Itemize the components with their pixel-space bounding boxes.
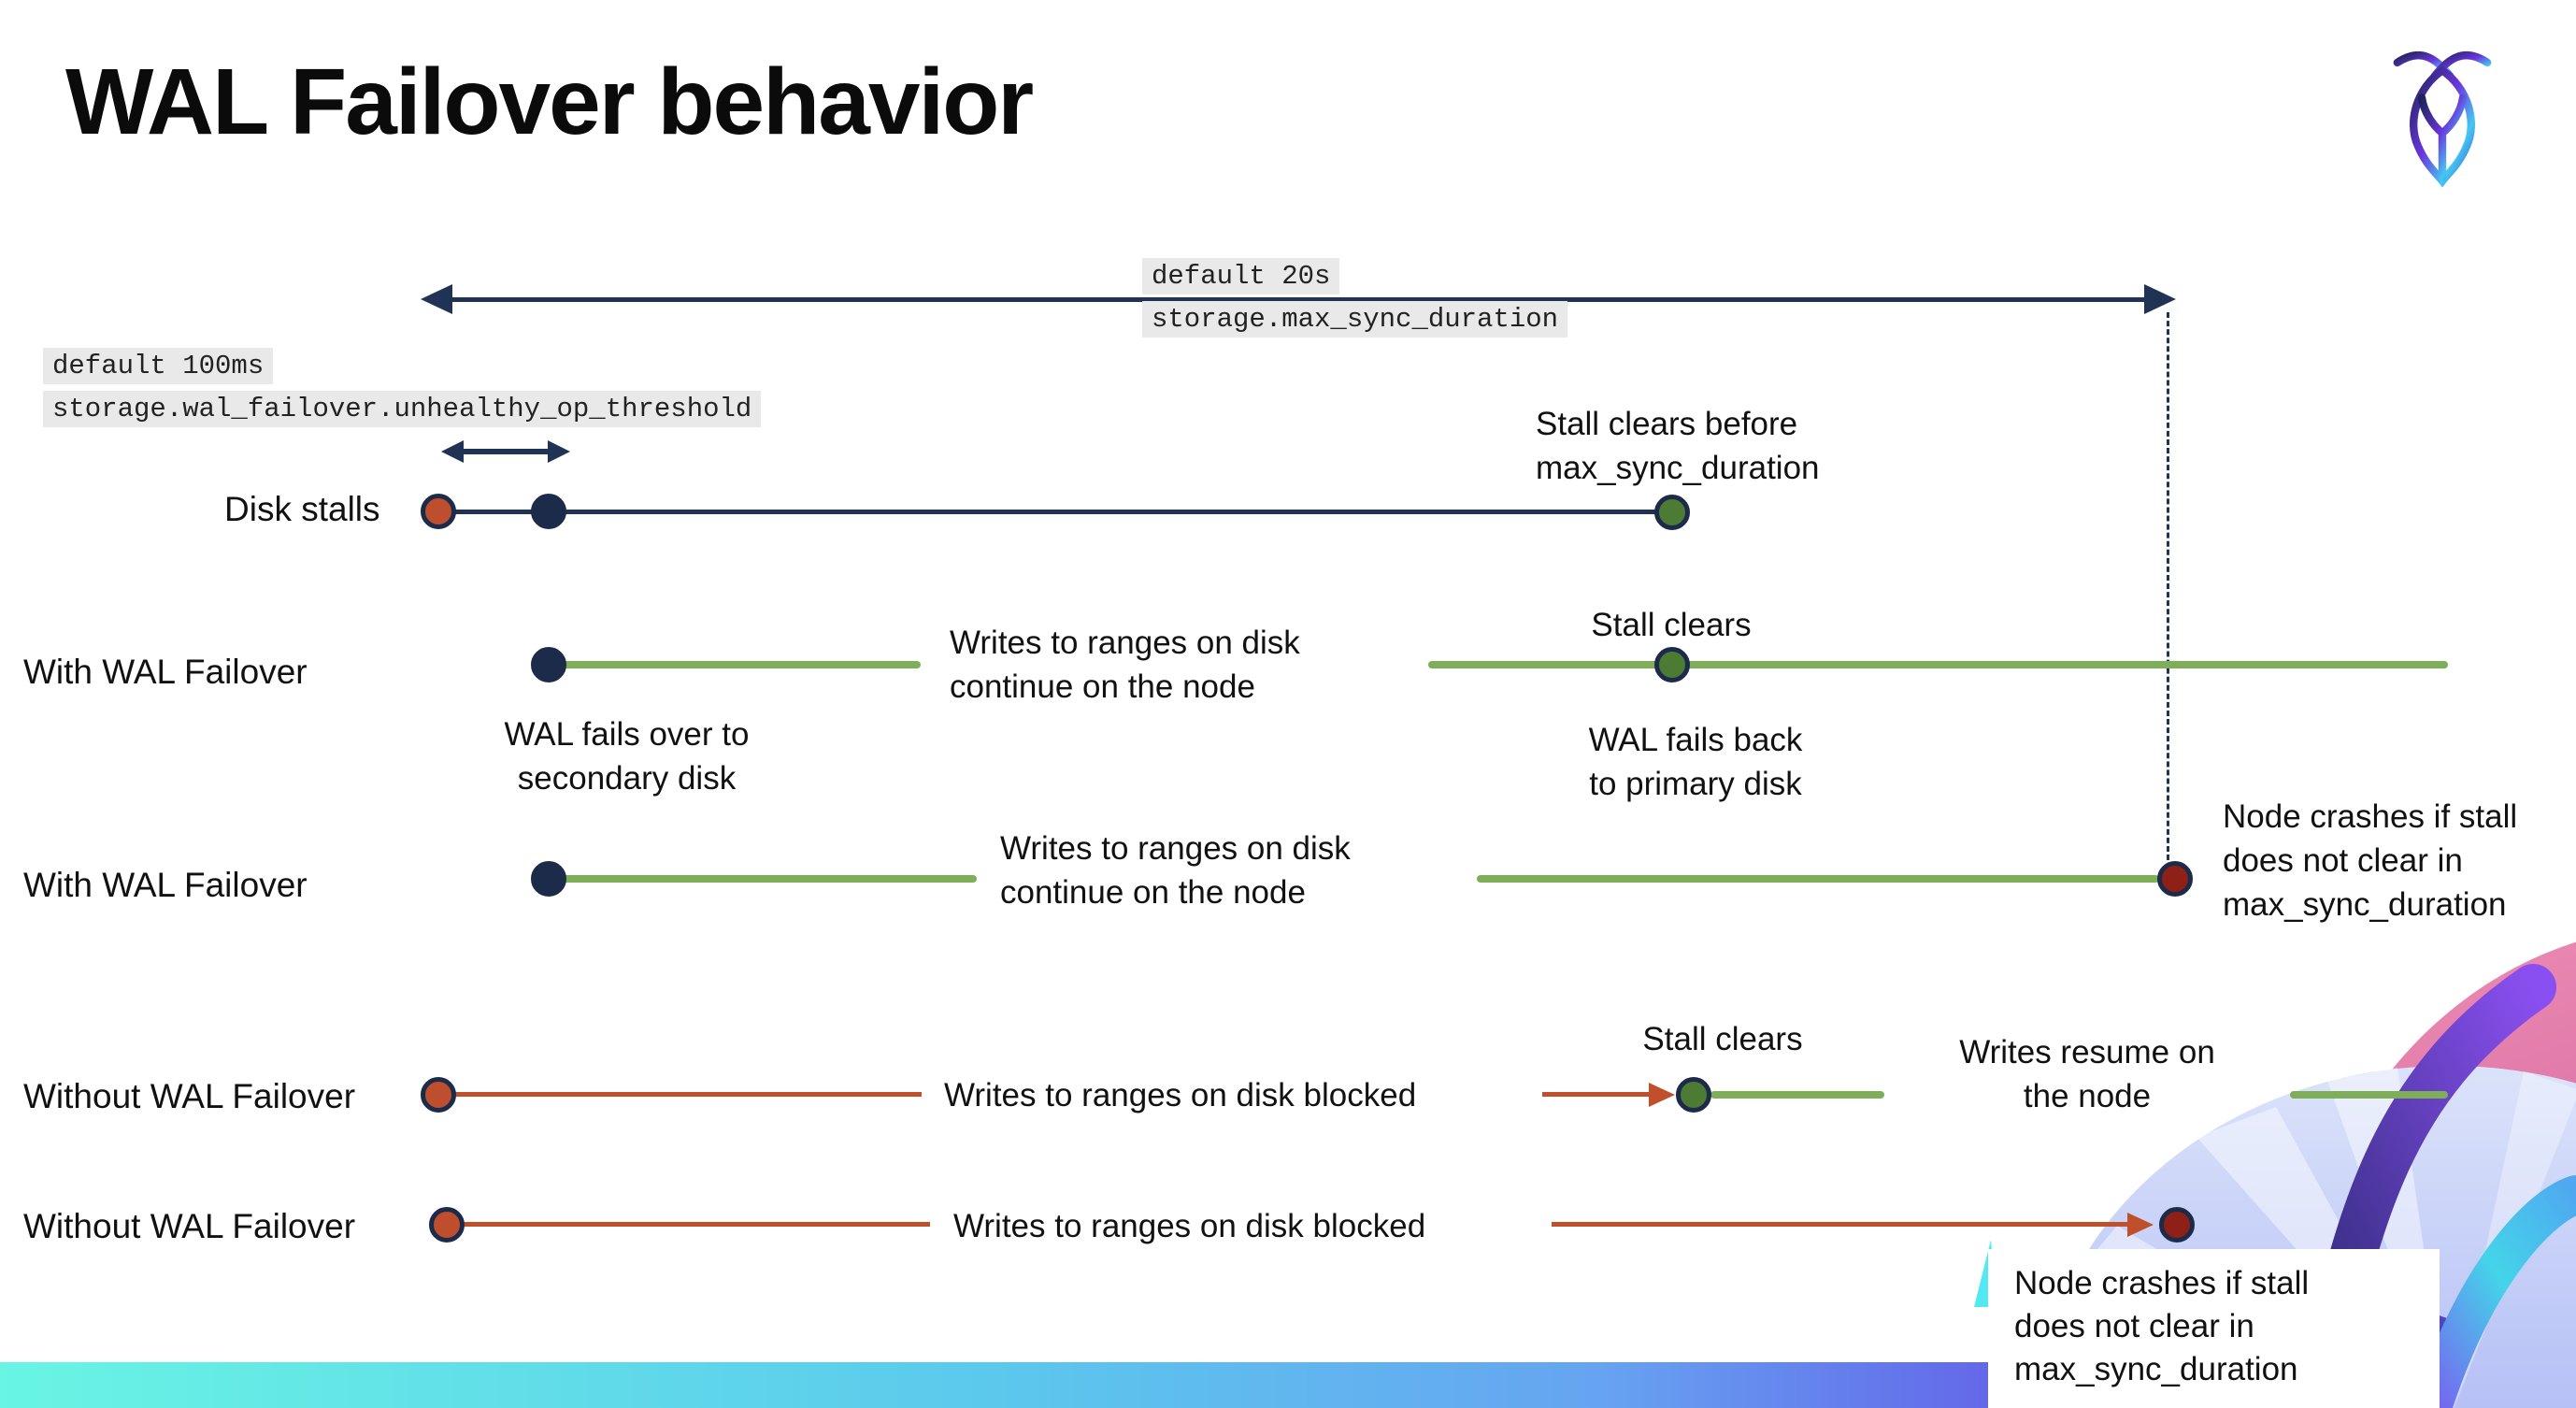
blocked-arrow-head-2-icon xyxy=(2127,1213,2154,1237)
disk-stall-dot-row4 xyxy=(421,1077,456,1113)
cockroachdb-logo-icon xyxy=(2393,50,2492,188)
writes-resume-line-a xyxy=(1710,1091,1884,1099)
disk-stall-dot-row5 xyxy=(429,1207,465,1243)
row-label-without-wal-failover-2: Without WAL Failover xyxy=(23,1207,356,1245)
max-sync-default-label: default 20s xyxy=(1142,258,1340,295)
arrow-head-right-icon xyxy=(2144,284,2176,314)
writes-resume-note: Writes resume on the node xyxy=(1959,1034,2215,1114)
threshold-default-label: default 100ms xyxy=(43,348,274,384)
writes-blocked-line-1a xyxy=(454,1092,922,1097)
writes-continue-line-1b xyxy=(1428,661,2448,668)
stall-clears-dot-row4 xyxy=(1676,1077,1711,1113)
failover-dot-2 xyxy=(531,861,566,897)
stall-clears-dot xyxy=(1654,495,1690,530)
threshold-setting-label: storage.wal_failover.unhealthy_op_thresh… xyxy=(43,391,762,427)
node-crash-dot-2 xyxy=(2159,1207,2195,1243)
row-label-disk-stalls: Disk stalls xyxy=(224,490,380,528)
small-arrow-head-left-icon xyxy=(441,440,464,463)
writes-continue-line-2b xyxy=(1477,875,2159,883)
writes-resume-line-b xyxy=(2290,1091,2448,1099)
row-label-without-wal-failover-1: Without WAL Failover xyxy=(23,1077,356,1115)
threshold-span-arrow-line xyxy=(460,449,550,454)
blocked-arrow-head-1-icon xyxy=(1649,1083,1675,1107)
stall-clears-note-2: Stall clears xyxy=(1642,1021,1803,1057)
threshold-reached-dot xyxy=(531,494,566,529)
row-label-with-wal-failover-1: With WAL Failover xyxy=(23,653,308,691)
row-label-with-wal-failover-2: With WAL Failover xyxy=(23,866,308,904)
node-crash-callout-box: Node crashes if stall does not clear in … xyxy=(1988,1249,2440,1408)
writes-continue-note-2: Writes to ranges on disk continue on the… xyxy=(1000,830,1351,911)
page-title: WAL Failover behavior xyxy=(65,50,1034,154)
max-sync-duration-span-arrow-line xyxy=(447,297,2163,302)
disk-stall-start-dot xyxy=(421,494,456,529)
writes-blocked-note-1: Writes to ranges on disk blocked xyxy=(944,1077,1417,1113)
node-crash-dot-1 xyxy=(2157,861,2193,897)
node-crash-note-1: Node crashes if stall does not clear in … xyxy=(2223,798,2518,923)
wal-failback-note: WAL fails back to primary disk xyxy=(1588,722,1803,802)
arrow-head-left-icon xyxy=(421,284,452,314)
stall-clears-before-note: Stall clears before max_sync_duration xyxy=(1536,406,1820,486)
failover-dot-1 xyxy=(531,647,566,682)
stall-clears-note-1: Stall clears xyxy=(1591,607,1752,643)
writes-continue-note-1: Writes to ranges on disk continue on the… xyxy=(950,625,1300,705)
failback-dot xyxy=(1654,647,1690,682)
node-crash-note-2: Node crashes if stall does not clear in … xyxy=(2014,1265,2310,1387)
small-arrow-head-right-icon xyxy=(548,440,570,463)
max-sync-deadline-dashed-line xyxy=(2167,312,2169,860)
writes-blocked-line-2a xyxy=(463,1222,930,1227)
writes-blocked-line-1b xyxy=(1542,1092,1651,1097)
writes-blocked-line-2b xyxy=(1552,1222,2129,1227)
writes-continue-line-2a xyxy=(561,875,977,883)
max-sync-setting-label: storage.max_sync_duration xyxy=(1142,301,1568,338)
writes-blocked-note-2: Writes to ranges on disk blocked xyxy=(953,1208,1426,1244)
disk-stall-timeline xyxy=(438,510,1672,514)
wal-failover-note: WAL fails over to secondary disk xyxy=(504,716,750,797)
writes-continue-line-1a xyxy=(561,661,921,668)
